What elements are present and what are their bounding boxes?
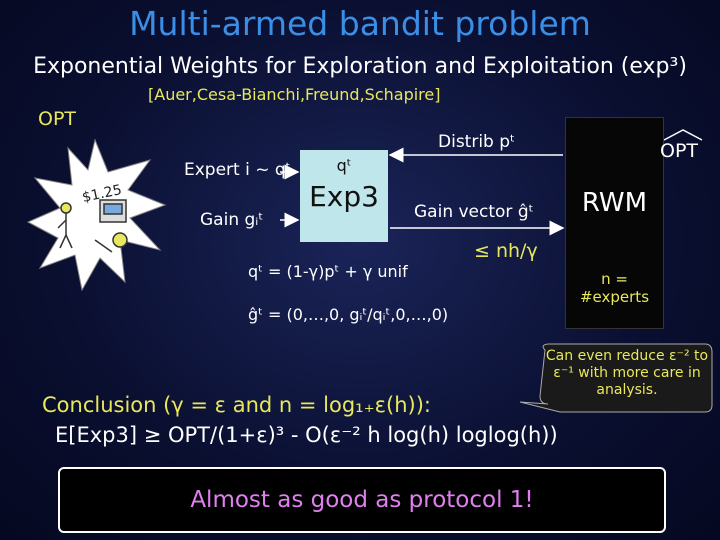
rwm-n-line1: n =: [601, 270, 628, 288]
formula-g: ĝᵗ = (0,…,0, gᵢᵗ/qᵢᵗ,0,…,0): [248, 305, 449, 324]
gain-vector-label: Gain vector ĝᵗ: [414, 202, 534, 222]
cartoon-figures: [57, 199, 128, 253]
expert-label: Expert i ~ qᵗ: [184, 160, 291, 180]
callout-text: Can even reduce ε⁻² to ε⁻¹ with more car…: [545, 348, 709, 398]
opt-hat-label: OPT: [660, 140, 699, 162]
gain-label: Gain gᵢᵗ: [200, 210, 264, 230]
rwm-experts-note: n = #experts: [566, 270, 663, 306]
rwm-name: RWM: [581, 188, 648, 218]
exp3-name: Exp3: [309, 180, 379, 213]
exp3-box: qᵗ Exp3: [300, 150, 388, 242]
hat-mark: [663, 129, 703, 141]
conclusion-line-2: E[Exp3] ≥ OPT/(1+ε)³ - O(ε⁻² h log(h) lo…: [55, 423, 558, 447]
regret-bound: ≤ nh/γ: [474, 240, 538, 262]
rwm-n-line2: #experts: [579, 288, 650, 306]
starburst-illustration: [26, 138, 167, 292]
slide-title: Multi-armed bandit problem: [129, 4, 591, 43]
distrib-label: Distrib pᵗ: [438, 132, 516, 152]
exp3-q-label: qᵗ: [336, 156, 352, 175]
bottom-banner: Almost as good as protocol 1!: [58, 467, 666, 533]
conclusion-line-1: Conclusion (γ = ε and n = log₁₊ε(h)):: [42, 393, 431, 417]
callout-bubble: [519, 343, 713, 413]
banner-text: Almost as good as protocol 1!: [190, 487, 534, 513]
opt-label-left: OPT: [38, 108, 77, 130]
citation: [Auer,Cesa-Bianchi,Freund,Schapire]: [148, 85, 441, 104]
rwm-box: RWM n = #experts: [565, 117, 664, 329]
formula-q: qᵗ = (1-γ)pᵗ + γ unif: [248, 262, 408, 281]
slide-subtitle: Exponential Weights for Exploration and …: [33, 54, 687, 79]
